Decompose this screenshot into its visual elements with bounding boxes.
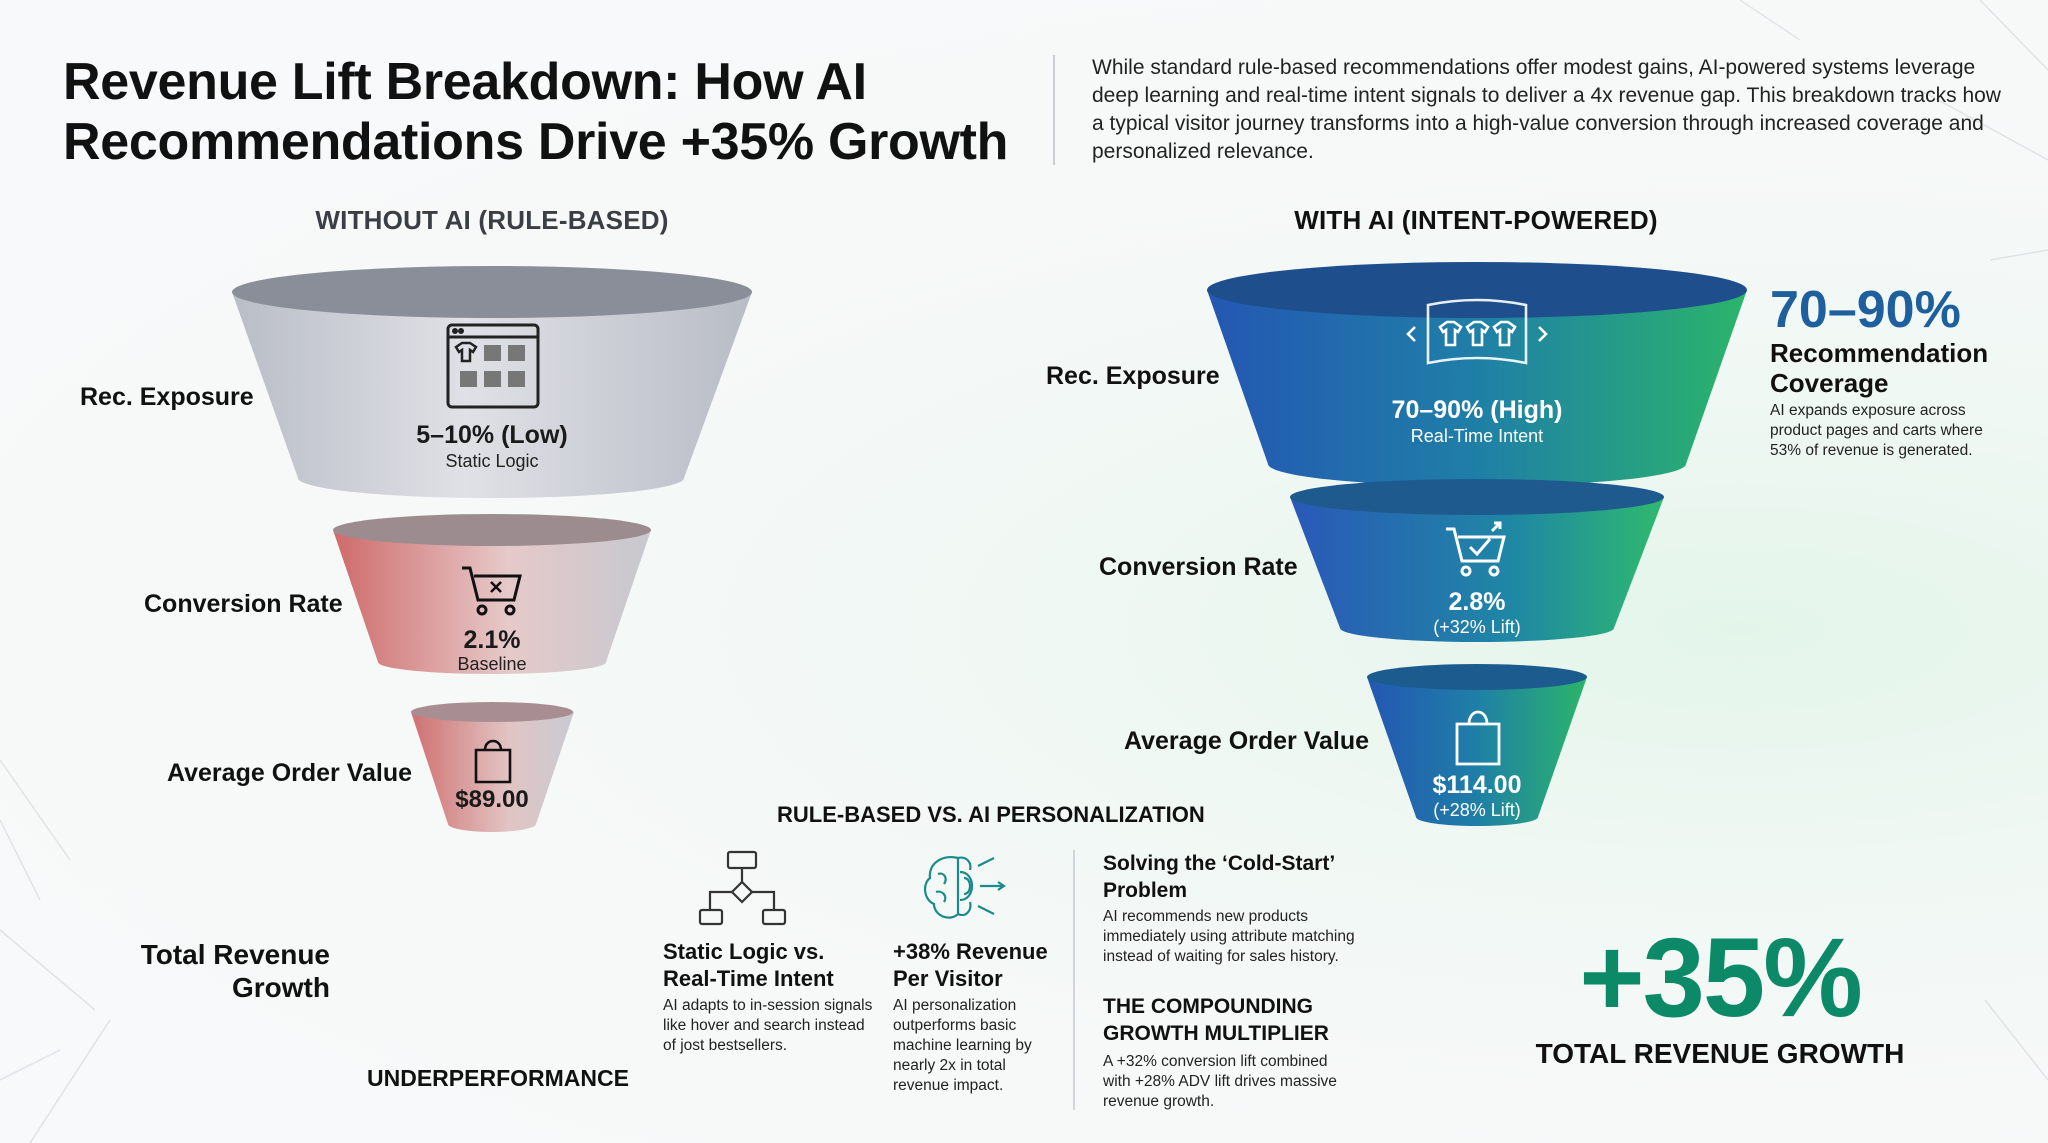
coverage-title: Recommendation Coverage	[1770, 338, 1989, 398]
comparison-divider	[1073, 850, 1075, 1110]
without-exposure-sub: Static Logic	[445, 451, 539, 471]
with-exposure-value: 70–90% (High)	[1391, 396, 1563, 424]
cold-start-desc: AI recommends new products immediately u…	[1103, 908, 1355, 965]
cold-start-title: Solving the ‘Cold-Start’ Problem	[1103, 852, 1335, 902]
brain-icon	[924, 856, 1006, 919]
static-vs-realtime-desc: AI adapts to in-session signals like hov…	[663, 997, 873, 1054]
with-exposure-label: Rec. Exposure	[1046, 362, 1220, 390]
total-growth-label: TOTAL REVENUE GROWTH	[1535, 1038, 1905, 1069]
header-divider	[1053, 55, 1055, 165]
carousel-shirts-icon	[1406, 298, 1548, 365]
product-grid-icon	[446, 323, 540, 409]
without-exposure-value: 5–10% (Low)	[416, 421, 568, 449]
with-aov-sub: (+28% Lift)	[1433, 800, 1521, 820]
compounding-title: THE COMPOUNDING GROWTH MULTIPLIER	[1103, 995, 1329, 1045]
total-growth-value: +35%	[1579, 915, 1863, 1040]
without-conversion-sub: Baseline	[457, 654, 527, 674]
without-aov-label: Average Order Value	[167, 759, 413, 787]
intro-paragraph: While standard rule-based recommendation…	[1092, 56, 2001, 163]
compounding-desc: A +32% conversion lift combined with +28…	[1103, 1053, 1337, 1110]
funnel-with-ai	[1207, 262, 1747, 826]
underperformance-label: UNDERPERFORMANCE	[367, 1065, 629, 1091]
flowchart-icon	[698, 850, 787, 926]
shopping-bag-icon	[474, 739, 512, 784]
page-title: Revenue Lift Breakdown: How AI Recommend…	[63, 53, 1009, 171]
static-vs-realtime-title: Static Logic vs. Real-Time Intent	[663, 939, 834, 991]
without-ai-heading: WITHOUT AI (RULE-BASED)	[315, 205, 669, 235]
with-aov-label: Average Order Value	[1124, 727, 1370, 755]
without-conversion-value: 2.1%	[463, 626, 521, 654]
cart-check-icon	[1446, 521, 1506, 577]
without-exposure-label: Rec. Exposure	[80, 383, 254, 411]
without-aov-value: $89.00	[455, 786, 529, 813]
with-conversion-label: Conversion Rate	[1099, 553, 1298, 581]
with-conversion-value: 2.8%	[1448, 588, 1506, 616]
rpv-title: +38% Revenue Per Visitor	[893, 939, 1048, 991]
with-ai-heading: WITH AI (INTENT-POWERED)	[1294, 205, 1658, 235]
with-aov-value: $114.00	[1432, 771, 1522, 799]
rpv-desc: AI personalization outperforms basic mac…	[893, 997, 1032, 1094]
coverage-big-value: 70–90%	[1770, 281, 1961, 339]
with-exposure-sub: Real-Time Intent	[1410, 426, 1544, 446]
ai-shopping-bag-icon	[1455, 710, 1501, 766]
funnel-without-ai	[232, 266, 752, 832]
with-conversion-sub: (+32% Lift)	[1433, 617, 1521, 637]
without-conversion-label: Conversion Rate	[144, 590, 343, 618]
coverage-description: AI expands exposure across product pages…	[1770, 402, 1983, 459]
total-revenue-growth-label: Total Revenue Growth	[140, 939, 330, 1003]
cart-x-icon	[462, 566, 522, 616]
comparison-heading: RULE-BASED VS. AI PERSONALIZATION	[777, 802, 1205, 827]
